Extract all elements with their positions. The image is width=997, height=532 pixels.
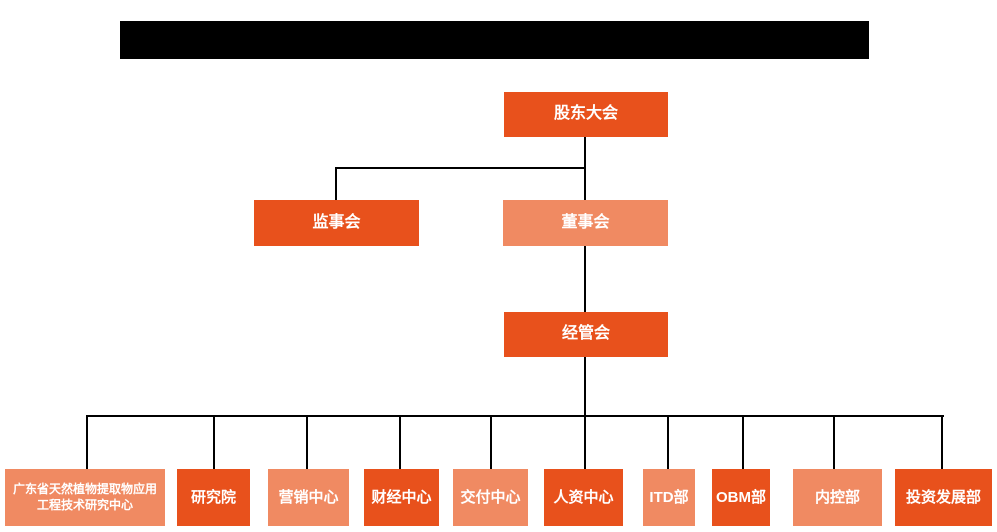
node-dept-marketing-center: 营销中心 [268, 469, 349, 526]
connector-mgmt-to-departments [584, 357, 586, 469]
node-dept-research-institute: 研究院 [177, 469, 250, 526]
node-board-of-supervisors: 监事会 [254, 200, 419, 246]
node-board-of-directors: 董事会 [503, 200, 668, 246]
connector-directors-to-mgmt [584, 246, 586, 312]
node-shareholders-meeting: 股东大会 [504, 92, 668, 137]
node-dept-itd: ITD部 [643, 469, 695, 526]
node-dept-internal-control: 内控部 [793, 469, 882, 526]
node-dept-hr-center: 人资中心 [544, 469, 623, 526]
connector-drop-delivery [490, 415, 492, 469]
node-dept-obm: OBM部 [712, 469, 770, 526]
connector-drop-itd [667, 415, 669, 469]
connector-drop-institute [213, 415, 215, 469]
redacted-title-bar [120, 21, 869, 59]
node-dept-delivery-center: 交付中心 [453, 469, 528, 526]
connector-level2-branch [336, 167, 586, 169]
connector-department-bus [87, 415, 944, 417]
connector-drop-obm [742, 415, 744, 469]
connector-drop-research-center [86, 415, 88, 469]
connector-drop-finance [399, 415, 401, 469]
node-dept-investment-development: 投资发展部 [895, 469, 992, 526]
connector-supervisors-drop [335, 167, 337, 200]
connector-drop-internal-control [833, 415, 835, 469]
node-dept-research-center: 广东省天然植物提取物应用工程技术研究中心 [5, 469, 165, 526]
connector-drop-investment [941, 415, 943, 469]
node-dept-finance-center: 财经中心 [364, 469, 439, 526]
connector-drop-marketing [306, 415, 308, 469]
node-management-committee: 经管会 [504, 312, 668, 357]
